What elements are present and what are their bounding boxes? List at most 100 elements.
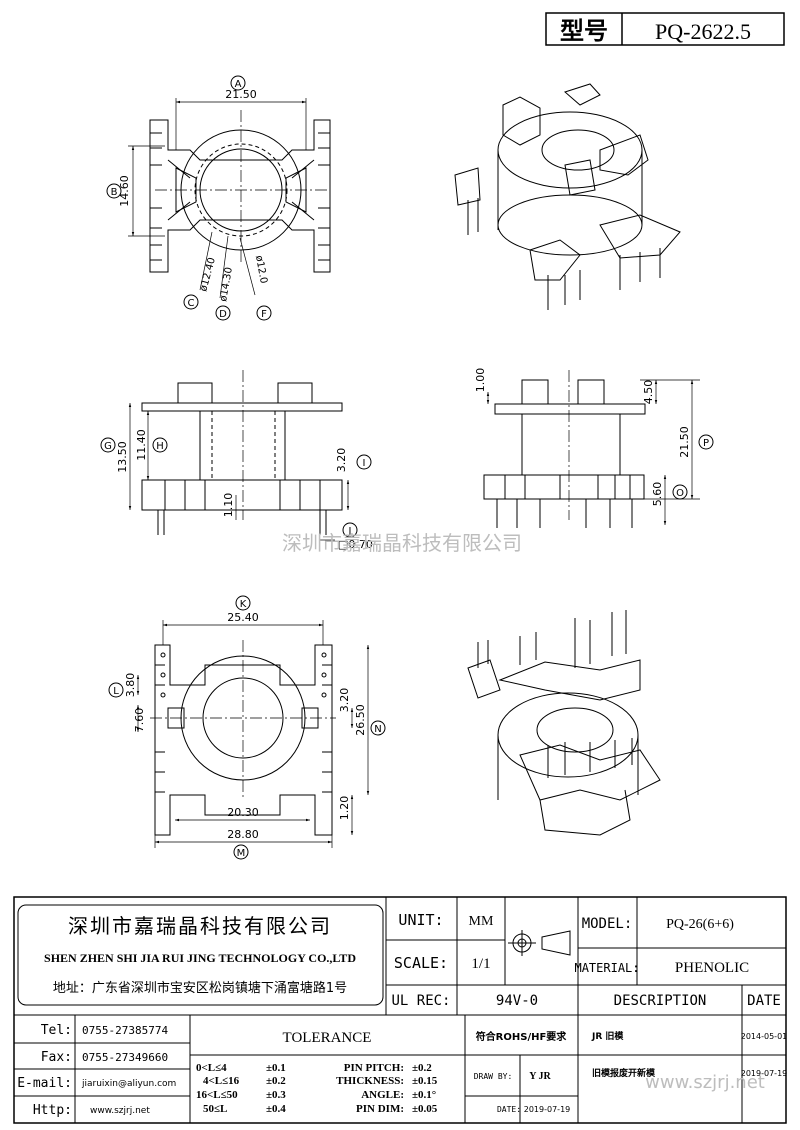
dim-pin-value: □0.70	[338, 538, 373, 551]
svg-text:N: N	[374, 724, 381, 735]
website-watermark: www.szjrj.net	[645, 1072, 765, 1093]
fax-label: Fax:	[41, 1050, 72, 1065]
dim-k-value: 25.40	[227, 611, 259, 624]
bottom-view	[150, 640, 336, 836]
svg-text:ANGLE:: ANGLE:	[361, 1089, 404, 1101]
unit-value: MM	[469, 914, 494, 929]
model-title-value: PQ-2622.5	[655, 19, 751, 44]
material-label: MATERIAL:	[574, 961, 639, 975]
svg-text:±0.1°: ±0.1°	[412, 1089, 436, 1101]
company-name-cn: 深圳市嘉瑞晶科技有限公司	[68, 914, 332, 938]
date-label: DATE	[747, 993, 781, 1009]
tel-value: 0755-27385774	[82, 1024, 168, 1037]
scale-label: SCALE:	[394, 954, 448, 972]
svg-text:G: G	[104, 441, 112, 452]
dim-1-00-value: 1.00	[474, 368, 487, 393]
dim-l-value: 3.80	[124, 673, 137, 698]
top-view	[149, 110, 331, 273]
front-view	[483, 370, 646, 528]
dim-a-value: 21.50	[225, 88, 257, 101]
svg-text:P: P	[703, 438, 709, 449]
email-label: E-mail:	[17, 1076, 72, 1091]
material-value: PHENOLIC	[675, 960, 749, 976]
svg-text:±0.1: ±0.1	[266, 1062, 286, 1074]
front-view-dims	[486, 379, 700, 525]
svg-text:B: B	[111, 187, 118, 198]
revision-1-description: JR 旧模	[591, 1030, 624, 1042]
iso-view-top	[454, 83, 681, 310]
top-view-dims	[128, 98, 307, 299]
svg-text:±0.4: ±0.4	[266, 1103, 286, 1115]
svg-text:A: A	[235, 79, 242, 90]
dia-12-40: ø12.40	[198, 256, 218, 292]
ul-rec-value: 94V-0	[496, 993, 538, 1009]
svg-text:±0.2: ±0.2	[266, 1075, 286, 1087]
email-value: jiaruixin@aliyun.com	[81, 1079, 176, 1089]
date-row-label: DATE:	[497, 1105, 521, 1114]
tel-label: Tel:	[41, 1023, 72, 1038]
model-label: MODEL:	[582, 916, 633, 932]
svg-text:F: F	[261, 309, 267, 320]
unit-label: UNIT:	[398, 911, 443, 929]
dim-i-value: 3.20	[335, 448, 348, 473]
bottom-view-tags: K L N M	[108, 595, 386, 860]
top-view-tags: A B C D F	[106, 75, 272, 321]
draw-by-value: Y JR	[529, 1071, 551, 1082]
svg-text:K: K	[240, 599, 247, 610]
dim-1-10-value: 1.10	[222, 493, 235, 518]
dim-m-value: 28.80	[227, 828, 259, 841]
svg-text:O: O	[676, 488, 684, 499]
dia-12-0: ø12.0	[253, 255, 269, 285]
dim-n-value: 26.50	[354, 704, 367, 736]
dia-14-30: ø14.30	[218, 266, 235, 302]
company-address: 地址：广东省深圳市宝安区松岗镇塘下涌富塘路1号	[53, 980, 347, 996]
svg-text:C: C	[188, 298, 195, 309]
svg-text:±0.05: ±0.05	[412, 1103, 438, 1115]
svg-text:4<L≤16: 4<L≤16	[203, 1075, 240, 1087]
svg-text:50≤L: 50≤L	[203, 1103, 227, 1115]
dim-o-value: 5.60	[651, 482, 664, 507]
model-value: PQ-26(6+6)	[666, 917, 734, 932]
description-label: DESCRIPTION	[614, 993, 707, 1009]
svg-text:D: D	[219, 309, 227, 320]
dim-p-value: 21.50	[678, 426, 691, 458]
svg-text:J: J	[348, 526, 352, 537]
svg-text:I: I	[363, 458, 366, 469]
svg-text:PIN DIM:: PIN DIM:	[356, 1103, 404, 1115]
draw-by-label: DRAW BY:	[474, 1072, 513, 1081]
dim-7-60-value: 7.60	[133, 708, 146, 733]
company-name-en: SHEN ZHEN SHI JIA RUI JING TECHNOLOGY CO…	[44, 951, 356, 965]
dim-1-20-value: 1.20	[338, 796, 351, 821]
ul-rec-label: UL REC:	[391, 993, 450, 1009]
svg-text:PIN PITCH:: PIN PITCH:	[344, 1062, 404, 1074]
svg-text:±0.2: ±0.2	[412, 1062, 432, 1074]
iso-view-bottom	[467, 610, 661, 836]
model-title-label: 型号	[560, 17, 608, 45]
title-block-text: 深圳市嘉瑞晶科技有限公司 SHEN ZHEN SHI JIA RUI JING …	[17, 911, 787, 1118]
model-title-box: 型号 PQ-2622.5	[545, 12, 785, 46]
fax-value: 0755-27349660	[82, 1051, 168, 1064]
side-view-dims	[128, 403, 350, 541]
svg-text:±0.15: ±0.15	[412, 1075, 438, 1087]
dim-b-value: 14.60	[118, 175, 131, 207]
http-value: www.szjrj.net	[90, 1106, 150, 1116]
svg-text:M: M	[237, 848, 246, 859]
revision-1-date: 2014-05-01	[741, 1032, 788, 1041]
http-label: Http:	[33, 1103, 72, 1118]
dim-3-20-value: 3.20	[338, 688, 351, 713]
svg-text:0<L≤4: 0<L≤4	[196, 1062, 227, 1074]
revision-2-description: 旧模报废开新模	[592, 1067, 656, 1079]
dim-g-value: 13.50	[116, 441, 129, 473]
side-view-tags: G H I J	[100, 437, 372, 538]
side-view	[141, 370, 343, 535]
tolerance-label: TOLERANCE	[283, 1030, 372, 1046]
dim-20-30-value: 20.30	[227, 806, 259, 819]
dim-4-50-value: 4.50	[642, 380, 655, 405]
front-view-tags: P O	[672, 434, 714, 500]
watermark-company: 深圳市嘉瑞晶科技有限公司	[282, 531, 522, 555]
rohs-requirement: 符合ROHS/HF要求	[476, 1030, 568, 1043]
svg-text:H: H	[156, 441, 164, 452]
title-block	[13, 896, 787, 1124]
svg-text:L: L	[113, 686, 119, 697]
